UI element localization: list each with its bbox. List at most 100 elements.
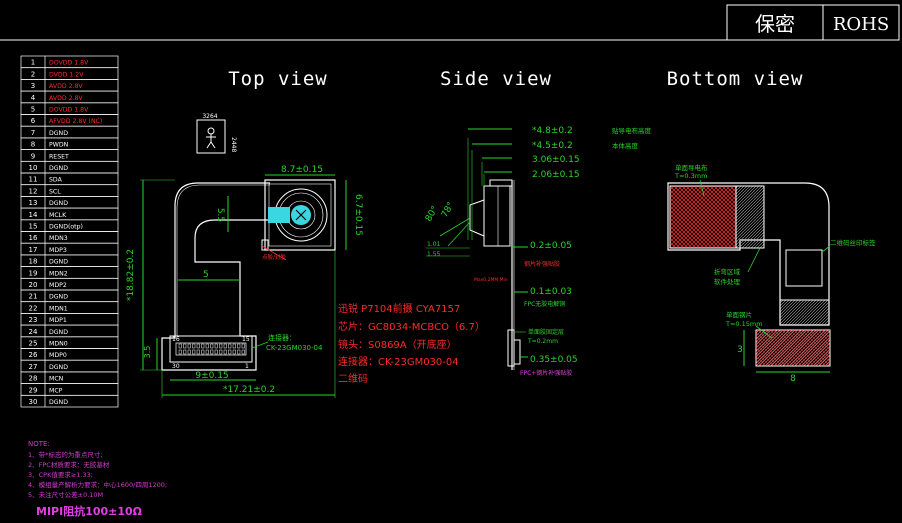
pin-name: MCLK [49,212,67,219]
dim-left: 5.5 [215,208,225,222]
spec-line: 镜头：S0869A（开底座） [338,338,457,351]
dim-5: 5 [203,270,209,280]
connector-pin [228,343,232,349]
dim-306: 3.06±0.15 [532,155,580,165]
spec-line: 芯片：GC8034-MCBCO（6.7） [338,320,485,333]
pin-row [20,149,119,162]
angle-80: 80° [424,205,441,224]
pin-number: 9 [31,152,35,160]
pin-name: MDP3 [49,247,67,254]
pin-number: 11 [29,176,38,184]
pin-name: RESET [49,153,69,160]
title-block: 保密 ROHS [0,4,900,41]
pin-name: AVDD 2.8V [49,83,83,90]
dim-height: *18.82±0.2 [126,249,136,301]
note-fold: 折弯区域 [714,267,741,276]
pin-name: DGND [49,165,68,172]
dim-width: *17.21±0.2 [223,385,275,395]
dim-155: 1.55 [427,251,441,258]
pin-number: 1 [31,59,35,67]
mipi-impedance: MIPI阻抗100±10Ω [36,504,143,518]
note-fpc: FPC无胶电解铜 [524,300,565,308]
bottom-view: 单面导电布 T=0.3mm 二维码丝印标签 折弯区域 软件处理 单面钢片 T=0… [667,163,876,384]
pin-name: MDP2 [49,282,67,289]
pin-name: PWDN [49,142,69,149]
note-soft: 软件处理 [714,277,741,286]
connector-pin [241,343,245,349]
connector-pin [210,349,214,355]
pin-number: 4 [31,94,36,102]
pin-name: MCN [49,376,64,383]
pin-name: SDA [49,177,63,184]
lens-mark [268,207,290,223]
conductive-cloth [669,185,737,249]
pin-name: DGND [49,399,68,406]
dim-101: 1.01 [427,241,441,248]
pin-number: 19 [29,269,38,277]
dim-35: 3.5 [143,346,152,359]
connector-pin [201,343,205,349]
connector-pin [205,349,209,355]
connector-pin [201,349,205,355]
dim-48: *4.8±0.2 [532,126,573,136]
pin-name: DGND [49,294,68,301]
note-line: 2、FPC材质要求：无胶基材 [28,460,110,469]
pin-name: DGND [49,329,68,336]
pin-name: MCP [49,387,63,394]
pin-name: DOVDD 1.8V [49,60,89,67]
connector-pin [219,349,223,355]
qr-label [785,249,823,287]
spec-line: 迅锐 P7104前摄 CYA7157 [338,302,460,315]
pin-name: SCL [49,188,61,195]
side-view: *4.8±0.2 贴导电布高度 *4.5±0.2 本体高度 3.06±0.15 … [424,126,652,377]
connector-pin [241,349,245,355]
note-pink: FPC+钢片补强贴胶 [520,369,572,377]
pin-15-label: 15 [242,336,250,343]
connector-pin [196,343,200,349]
pin-number: 25 [29,340,38,348]
note-conn: 单面胶固定层 [528,328,564,336]
pin-number: 14 [29,211,38,219]
note-line: 5、未注尺寸公差±0.10M [28,490,103,499]
pin-name: DGND [49,364,68,371]
glue-note: 点胶/封胶 [262,253,286,261]
note-top-t: T=0.3mm [674,172,707,180]
pin-row [20,137,119,150]
connector-pin [192,349,196,355]
note-stiffener: 钢片补强贴胶 [524,260,560,268]
note-48: 贴导电布高度 [612,126,652,135]
connector-pin [223,349,227,355]
pin-number: 30 [29,398,38,406]
pin-name: DGND [49,200,68,207]
connector-label: 连接器： [268,333,296,342]
pin-number: 26 [29,351,38,359]
connector-pin [228,349,232,355]
confidential-label: 保密 [755,12,795,36]
connector-pin [192,343,196,349]
connector-pin [183,343,187,349]
pin-name: DGND(otp) [49,224,83,231]
dim-45: *4.5±0.2 [532,141,573,151]
pin-number: 24 [29,328,38,336]
connector-pin [237,349,241,355]
fold-area [735,185,765,249]
pin-number: 28 [29,375,38,383]
pin-number: 18 [29,258,38,266]
connector-pin [183,349,187,355]
dim-3: 3 [737,345,743,355]
camera-module [264,179,336,251]
note-line: 1、带*标志的为重点尺寸; [28,450,103,459]
pin-row [20,125,119,139]
pin-name: MDN0 [49,341,68,348]
side-view-title: Side view [440,68,552,90]
pin-number: 12 [29,187,38,195]
connector-pin [210,343,214,349]
pin-name: MDN3 [49,235,68,242]
label-3264: 3264 [202,113,217,120]
connector-pin [223,343,227,349]
note-qr: 二维码丝印标签 [830,238,876,247]
pin-number: 16 [29,234,38,242]
connector-pin [178,343,182,349]
pin-number: 15 [29,223,38,231]
